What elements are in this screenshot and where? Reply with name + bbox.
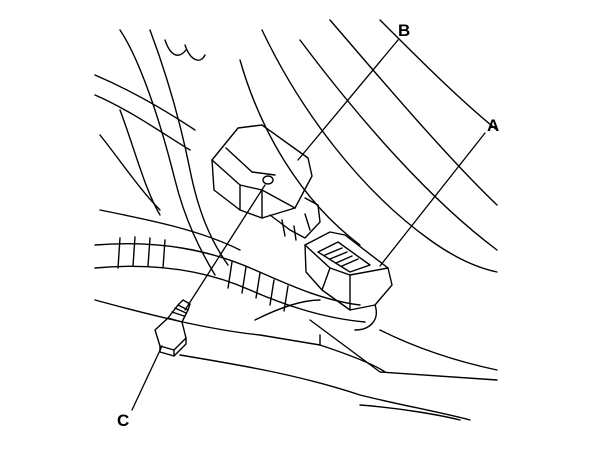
leader-lines (131, 39, 486, 411)
body-panel-arcs (239, 19, 498, 273)
callout-a: A (487, 116, 500, 135)
leader-line-a (379, 132, 486, 267)
connector-a-body (304, 231, 393, 331)
callout-b: B (398, 21, 411, 40)
connector-b-body (211, 124, 321, 241)
corrugated-loom (94, 236, 366, 323)
bolt-c (154, 299, 191, 357)
bolt-axis-line (184, 184, 266, 311)
leader-line-b (297, 39, 399, 161)
wire-harness (94, 29, 229, 276)
callout-c: C (117, 411, 130, 430)
leader-line-c (131, 345, 163, 411)
mounting-bracket (94, 209, 498, 421)
